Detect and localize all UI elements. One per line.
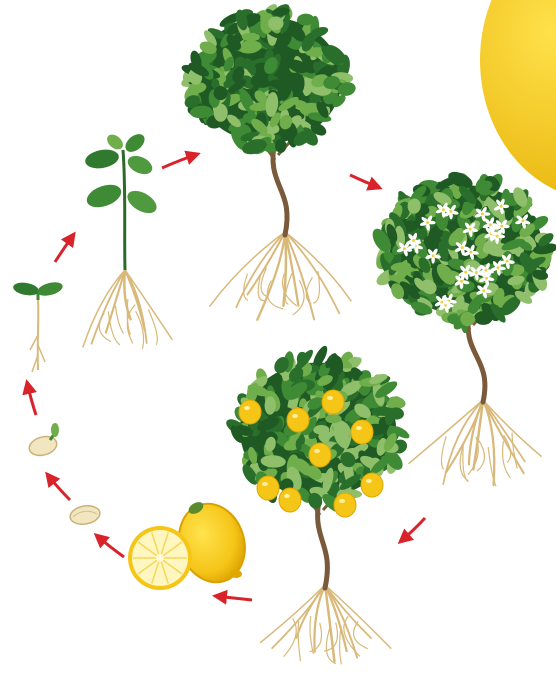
- seedling-icon: [12, 280, 64, 372]
- arrow-young-to-tree: [162, 154, 198, 168]
- arrow-flowering-to-fruiting: [400, 518, 425, 542]
- arrow-germinating-to-seedling: [27, 382, 36, 415]
- seed: [69, 504, 102, 527]
- seedling: [12, 280, 64, 372]
- lemon-icon: [128, 495, 255, 591]
- seed-icon: [69, 504, 102, 527]
- mature-tree: [180, 1, 357, 320]
- young-plant-icon: [83, 131, 172, 349]
- germinating-seed: [27, 423, 59, 458]
- arrow-fruiting-to-lemon: [215, 596, 252, 600]
- sprouting-seed-icon: [27, 423, 59, 458]
- arrow-lemon-to-seed: [96, 535, 124, 557]
- background-lemon-icon: [480, 0, 556, 200]
- fruiting-tree: [224, 344, 412, 664]
- young-plant: [83, 131, 172, 349]
- lemon-fruit: [128, 495, 255, 591]
- arrow-tree-to-flowering: [350, 175, 380, 188]
- arrow-seed-to-germinating: [47, 474, 70, 500]
- arrow-seedling-to-young: [55, 234, 74, 262]
